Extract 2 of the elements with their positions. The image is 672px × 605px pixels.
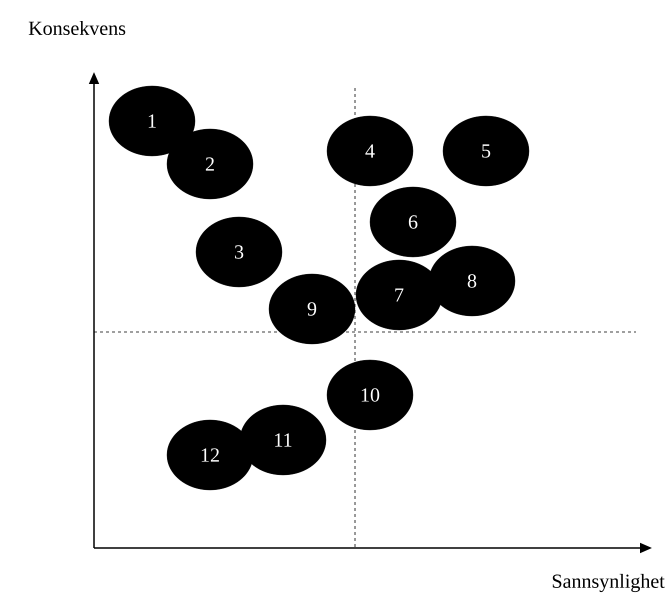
axis-title: Konsekvens xyxy=(28,20,126,36)
axis-title: Sannsynlighet xyxy=(552,574,665,592)
